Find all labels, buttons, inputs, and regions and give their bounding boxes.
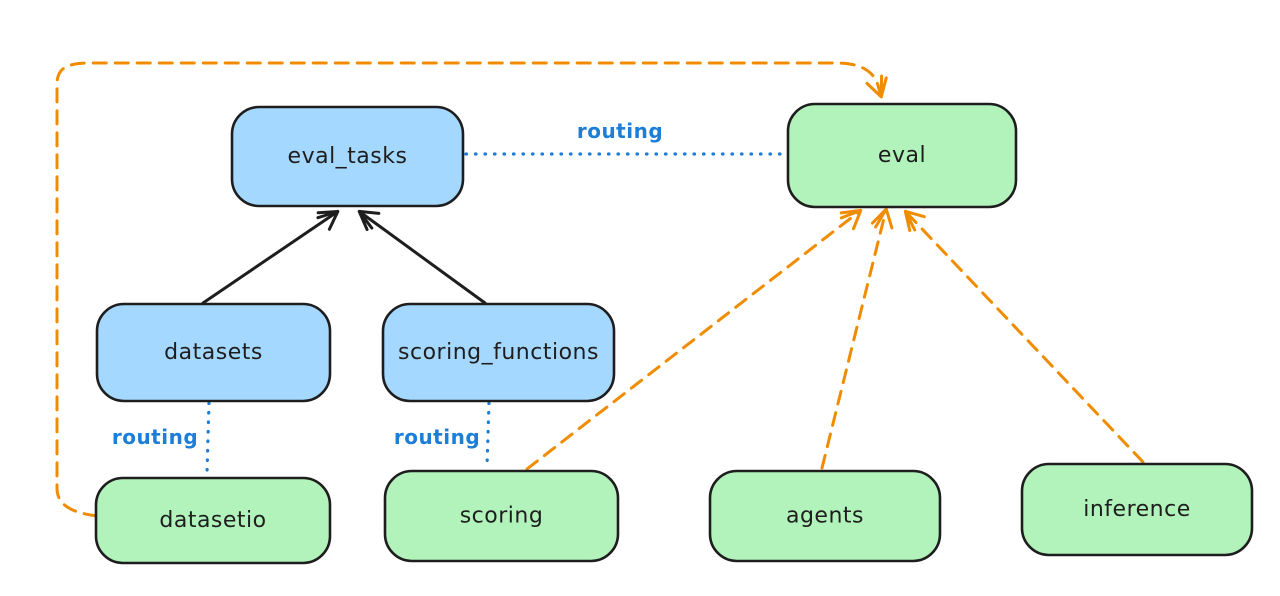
node-label-eval: eval	[878, 143, 926, 168]
node-scoring: scoring	[383, 469, 620, 563]
node-box-eval_tasks	[230, 105, 465, 208]
node-box-scoring_functions	[381, 302, 616, 403]
node-label-scoring: scoring	[460, 504, 544, 529]
edge-scoring-to-eval	[525, 208, 863, 471]
edge-label-scoring-functions-to-scoring-routing: routing	[394, 425, 480, 449]
node-box-agents	[708, 469, 942, 563]
node-box-datasetio	[94, 476, 332, 565]
node-eval_tasks: eval_tasks	[230, 105, 465, 208]
edge-label-eval-tasks-to-eval-routing: routing	[577, 119, 663, 143]
node-eval: eval	[786, 102, 1018, 209]
node-label-datasets: datasets	[164, 340, 263, 365]
node-datasets: datasets	[95, 302, 332, 403]
node-label-eval_tasks: eval_tasks	[288, 144, 408, 169]
edge-label-datasets-to-datasetio-routing: routing	[112, 425, 198, 449]
node-label-datasetio: datasetio	[159, 508, 266, 533]
edge-inference-to-eval	[903, 209, 1145, 464]
edge-datasetio-to-eval-loop	[55, 61, 888, 518]
edge-scoring-functions-to-scoring-routing	[485, 401, 491, 469]
node-label-scoring_functions: scoring_functions	[398, 340, 599, 365]
node-box-inference	[1020, 462, 1254, 557]
node-scoring_functions: scoring_functions	[381, 302, 616, 403]
node-datasetio: datasetio	[94, 476, 332, 565]
edge-agents-to-eval	[820, 207, 894, 470]
edge-datasets-to-eval-tasks	[201, 209, 340, 305]
node-box-eval	[786, 102, 1018, 209]
node-inference: inference	[1020, 462, 1254, 557]
node-agents: agents	[708, 469, 942, 563]
node-label-inference: inference	[1083, 497, 1191, 522]
edge-datasets-to-datasetio-routing	[205, 401, 211, 475]
node-box-scoring	[383, 469, 620, 563]
node-label-agents: agents	[786, 504, 864, 529]
node-box-datasets	[95, 302, 332, 403]
edge-scoring-functions-to-eval-tasks	[357, 209, 487, 305]
